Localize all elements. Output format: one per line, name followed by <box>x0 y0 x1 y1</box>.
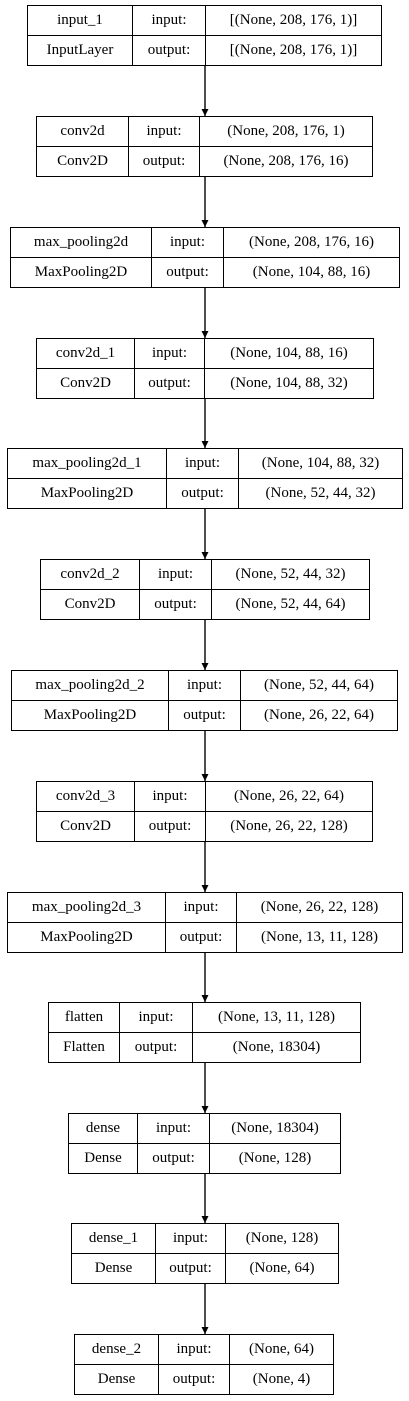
output-label: output: <box>151 257 224 287</box>
input-shape-value: (None, 208, 176, 16) <box>224 228 399 258</box>
output-shape-value: (None, 208, 176, 16) <box>223 152 349 169</box>
layer-type-label: Conv2D <box>60 817 111 834</box>
layer-type-label: MaxPooling2D <box>40 928 133 945</box>
layer-name-label: dense_2 <box>75 1335 158 1365</box>
layer-type-label: Flatten <box>63 1038 105 1055</box>
output-label: output: <box>132 35 206 65</box>
input-label: input: <box>151 228 224 258</box>
input-label: input: <box>139 560 212 590</box>
layer-type-label: MaxPooling2D <box>40 484 134 501</box>
layer-type-label: Dense <box>84 1149 122 1166</box>
output-label: output: <box>165 922 237 952</box>
input-shape-value: (None, 18304) <box>210 1114 340 1144</box>
output-label: output: <box>128 146 200 176</box>
output-shape-value: (None, 64) <box>249 1259 315 1276</box>
input-shape-value: (None, 104, 88, 32) <box>239 449 402 479</box>
input-label: input: <box>166 449 239 479</box>
input-label: input: <box>137 1114 210 1144</box>
input-label: input: <box>168 671 241 701</box>
layer-type-label: Conv2D <box>64 595 116 612</box>
layer-name-label: input_1 <box>28 6 132 36</box>
input-shape-value: (None, 128) <box>226 1224 338 1254</box>
input-shape-value: (None, 52, 44, 32) <box>212 560 369 590</box>
input-label: input: <box>155 1224 226 1254</box>
input-shape-value: (None, 52, 44, 64) <box>241 671 397 701</box>
layer-type-label: MaxPooling2D <box>43 706 137 723</box>
layer-name-label: conv2d_2 <box>41 560 139 590</box>
output-shape-value: (None, 26, 22, 128) <box>230 817 348 834</box>
input-label: input: <box>158 1335 230 1365</box>
input-shape-value: (None, 26, 22, 128) <box>237 893 402 923</box>
layer-name-label: max_pooling2d_2 <box>12 671 168 701</box>
input-label: input: <box>134 782 206 812</box>
layer-type-label: MaxPooling2D <box>34 263 128 280</box>
input-shape-value: (None, 26, 22, 64) <box>206 782 372 812</box>
output-shape-value: (None, 128) <box>238 1149 312 1166</box>
input-label: input: <box>128 117 200 147</box>
layer-type-label: Dense <box>94 1259 133 1276</box>
output-shape-value: (None, 52, 44, 32) <box>265 484 376 501</box>
input-label: input: <box>134 339 205 369</box>
layer-name-label: conv2d_3 <box>37 782 134 812</box>
output-label: output: <box>158 1364 230 1394</box>
output-label: output: <box>166 478 239 508</box>
output-shape-value: (None, 52, 44, 64) <box>235 595 346 612</box>
output-shape-value: (None, 104, 88, 32) <box>230 374 348 391</box>
output-label: output: <box>134 368 205 398</box>
input-label: input: <box>165 893 237 923</box>
input-label: input: <box>132 6 206 36</box>
layer-name-label: conv2d_1 <box>37 339 134 369</box>
input-shape-value: [(None, 208, 176, 1)] <box>206 6 381 36</box>
output-label: output: <box>134 811 206 841</box>
layer-name-label: flatten <box>49 1003 119 1033</box>
output-label: output: <box>155 1253 226 1283</box>
layer-name-label: conv2d <box>37 117 128 147</box>
layer-name-label: max_pooling2d <box>11 228 151 258</box>
output-shape-value: (None, 13, 11, 128) <box>261 928 378 945</box>
layer-type-label: Dense <box>97 1370 136 1387</box>
layer-name-label: dense_1 <box>72 1224 155 1254</box>
layer-name-label: max_pooling2d_1 <box>8 449 166 479</box>
output-label: output: <box>119 1032 193 1062</box>
layer-type-label: InputLayer <box>46 41 114 58</box>
output-label: output: <box>168 700 241 730</box>
output-shape-value: (None, 4) <box>252 1370 311 1387</box>
input-shape-value: (None, 208, 176, 1) <box>200 117 372 147</box>
output-label: output: <box>137 1143 210 1173</box>
output-shape-value: [(None, 208, 176, 1)] <box>229 41 358 58</box>
layer-type-label: Conv2D <box>57 152 108 169</box>
output-shape-value: (None, 26, 22, 64) <box>264 706 374 723</box>
input-shape-value: (None, 13, 11, 128) <box>193 1003 360 1033</box>
layer-type-label: Conv2D <box>60 374 111 391</box>
output-shape-value: (None, 18304) <box>232 1038 321 1055</box>
output-shape-value: (None, 104, 88, 16) <box>252 263 371 280</box>
input-shape-value: (None, 104, 88, 16) <box>205 339 373 369</box>
output-label: output: <box>139 589 212 619</box>
layer-name-label: max_pooling2d_3 <box>8 893 165 923</box>
layer-name-label: dense <box>69 1114 137 1144</box>
input-label: input: <box>119 1003 193 1033</box>
input-shape-value: (None, 64) <box>230 1335 333 1365</box>
